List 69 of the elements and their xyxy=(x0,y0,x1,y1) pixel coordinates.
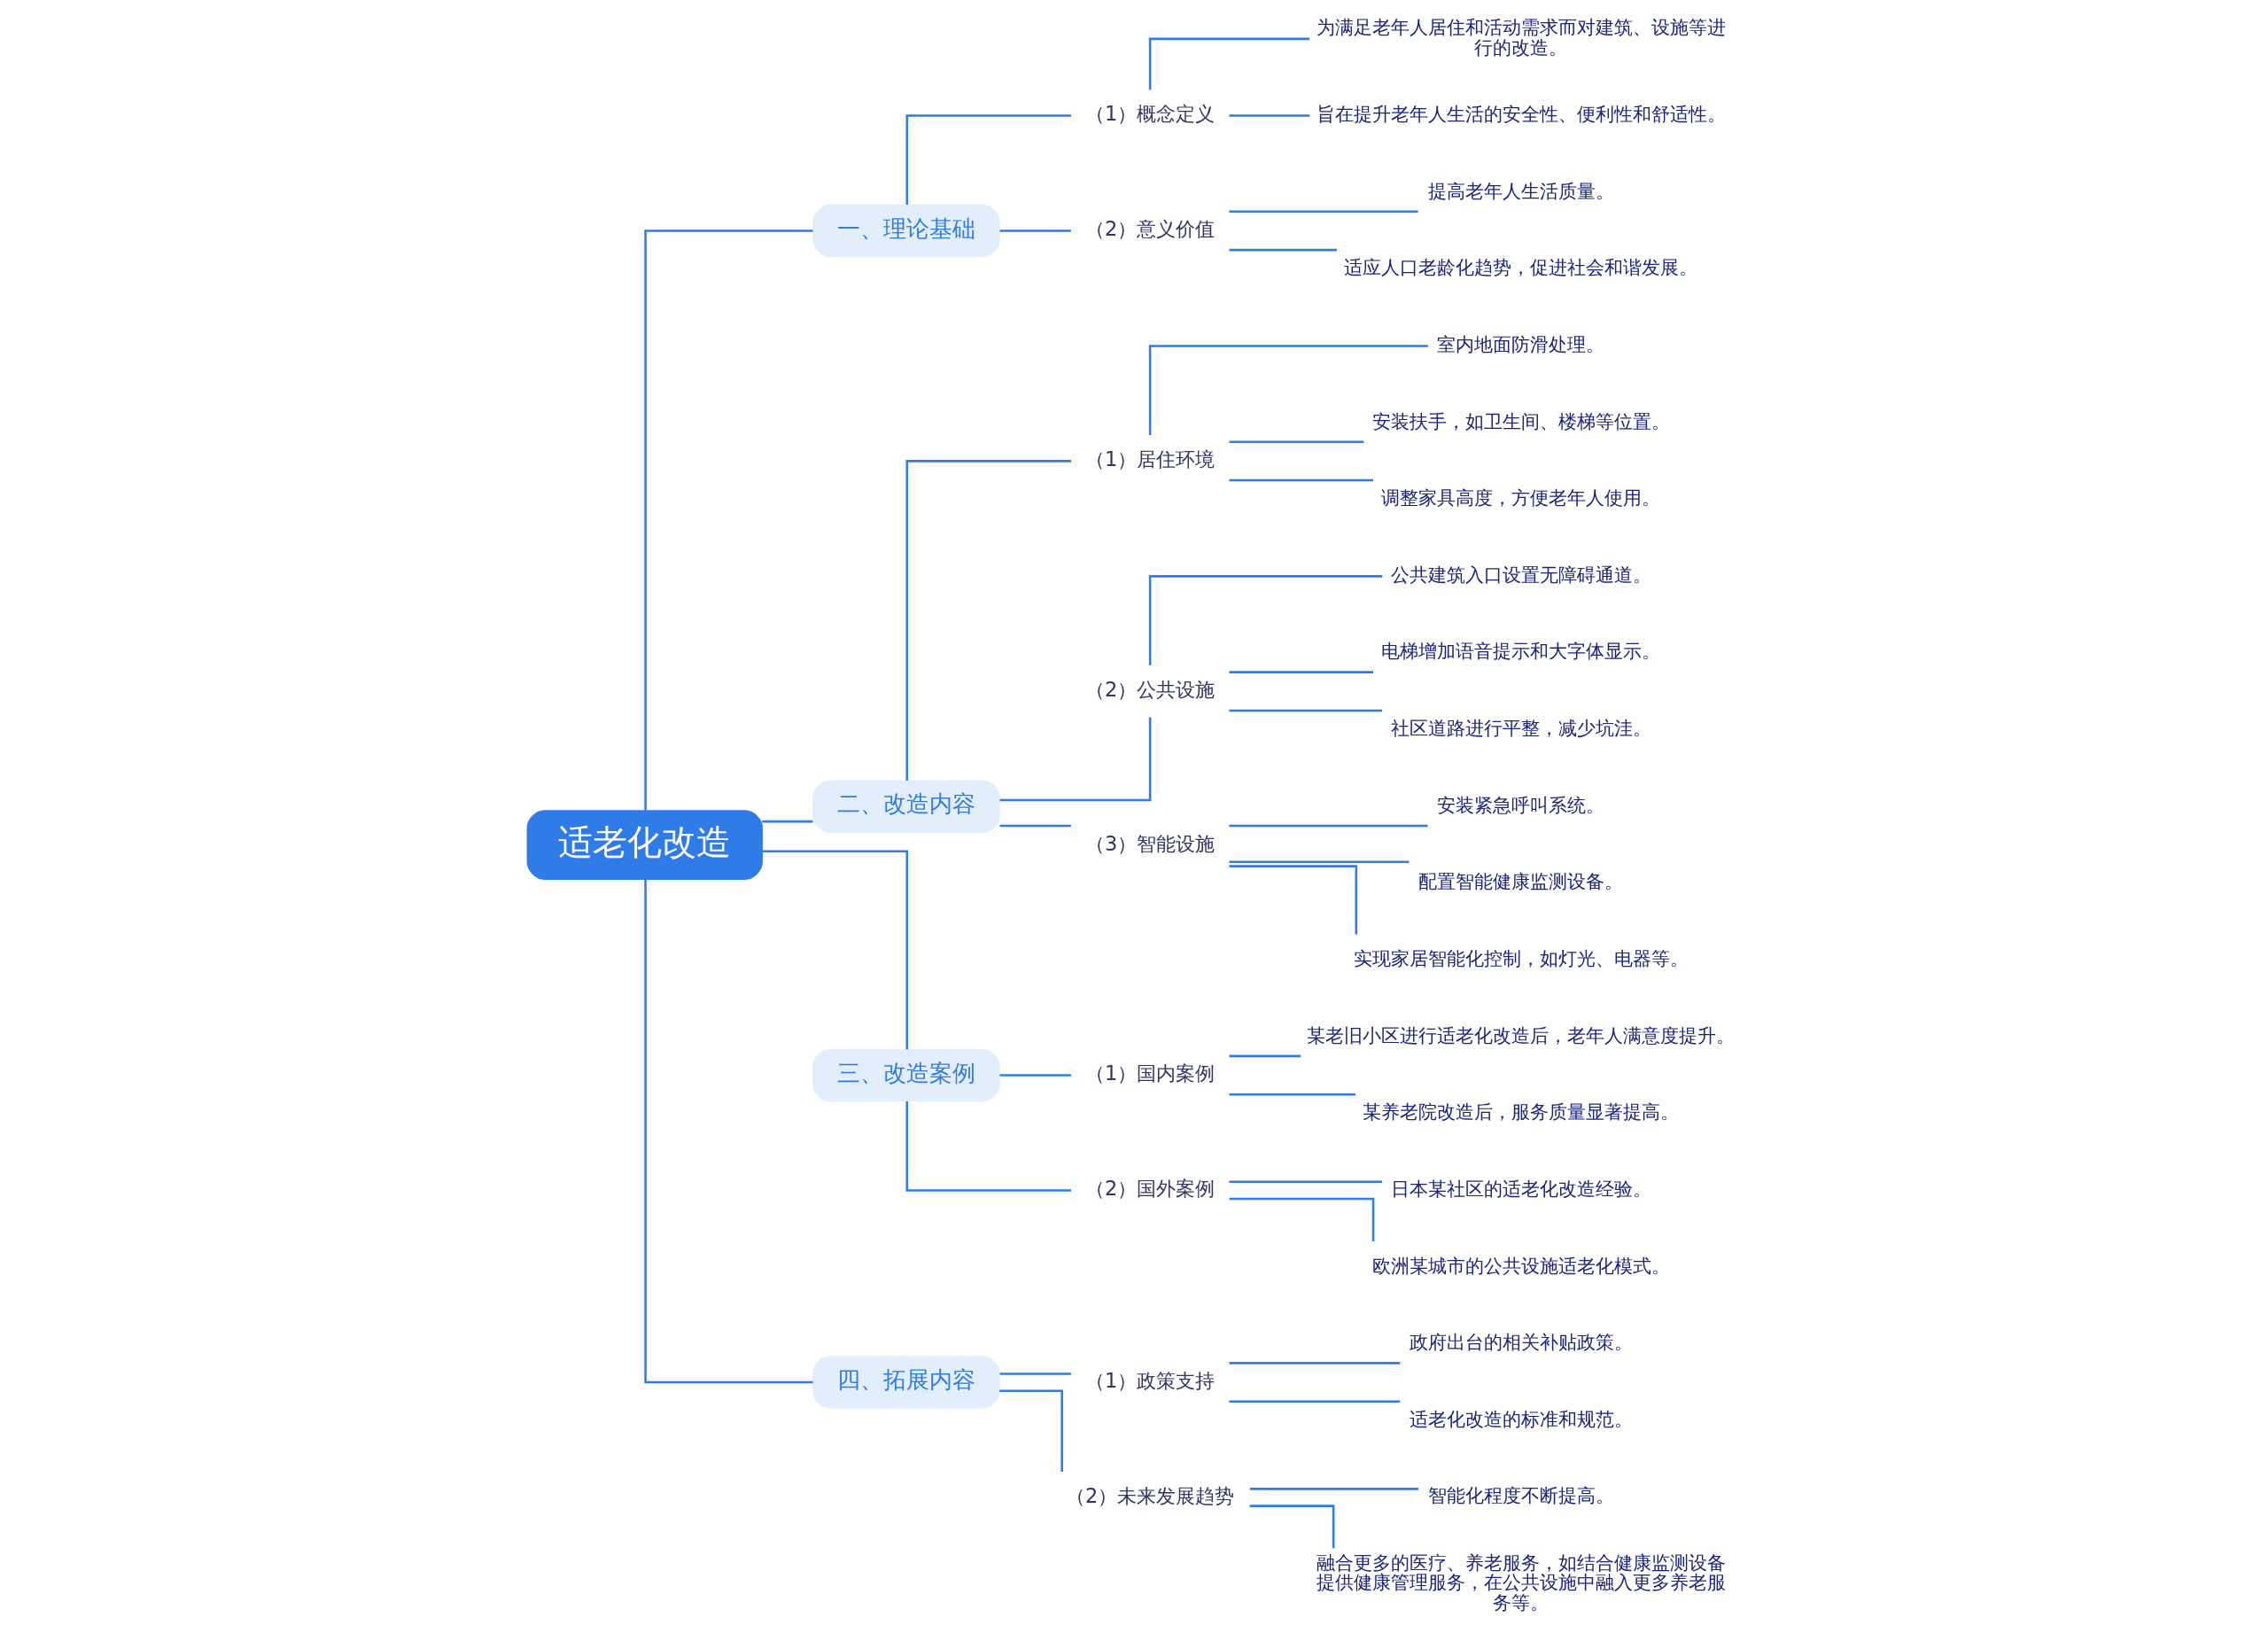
node-text: 安装紧急呼叫系统。 xyxy=(1436,794,1604,816)
connector xyxy=(999,1372,1071,1375)
node-text: 政府出台的相关补贴政策。 xyxy=(1409,1332,1633,1354)
node-box: 一、理论基础 xyxy=(812,204,1000,258)
connector xyxy=(1228,248,1337,252)
connector xyxy=(1249,1505,1334,1549)
node-text: 某老旧小区进行适老化改造后，老年人满意度提升。 xyxy=(1306,1024,1735,1046)
node-text: 调整家具高度，方便老年人使用。 xyxy=(1380,487,1660,509)
connector xyxy=(999,824,1071,828)
connector xyxy=(1148,37,1309,90)
connector xyxy=(1228,1093,1355,1096)
node-text: 日本某社区的适老化改造经验。 xyxy=(1390,1178,1651,1200)
node-text: 适老化改造的标准和规范。 xyxy=(1409,1408,1633,1430)
connector xyxy=(1228,860,1409,864)
connector xyxy=(761,850,908,1050)
node-box: 四、拓展内容 xyxy=(812,1356,1000,1409)
node-text: 某养老院改造后，服务质量显著提高。 xyxy=(1362,1101,1679,1124)
node-text: 社区道路进行平整，减少坑洼。 xyxy=(1390,718,1651,740)
connector xyxy=(999,717,1151,802)
node-text: （2）公共设施 xyxy=(1084,678,1215,702)
node-text: 安装扶手，如卫生间、楼梯等位置。 xyxy=(1371,410,1670,432)
node-text: 欧洲某城市的公共设施适老化模式。 xyxy=(1371,1255,1670,1277)
node-text: （2）意义价值 xyxy=(1084,217,1215,241)
connector xyxy=(1228,1180,1382,1184)
connector xyxy=(643,879,813,1384)
connector xyxy=(1249,1488,1418,1490)
node-text: 为满足老年人居住和活动需求而对建筑、设施等进行的改造。 xyxy=(1316,17,1726,58)
connector xyxy=(1228,865,1357,935)
connector xyxy=(1148,345,1428,435)
node-text: （1）概念定义 xyxy=(1084,102,1215,126)
node-text: 配置智能健康监测设备。 xyxy=(1418,871,1623,893)
node-text: （2）国外案例 xyxy=(1084,1177,1215,1201)
node-text: 适应人口老龄化趋势，促进社会和谐发展。 xyxy=(1343,257,1697,279)
connector xyxy=(643,229,813,811)
connector xyxy=(1228,824,1427,828)
node-box: 二、改造内容 xyxy=(812,780,1000,833)
connector xyxy=(1228,478,1373,482)
connector xyxy=(1229,1197,1374,1241)
connector xyxy=(999,229,1071,232)
connector xyxy=(1228,1362,1400,1365)
connector xyxy=(905,1101,1071,1192)
connector xyxy=(1228,210,1418,214)
node-text: （1）国内案例 xyxy=(1084,1061,1215,1085)
node-text: （3）智能设施 xyxy=(1084,831,1215,855)
node-text: （1）居住环境 xyxy=(1084,447,1215,471)
node-text: 提高老年人生活质量。 xyxy=(1427,180,1614,202)
node-text: 旨在提升老年人生活的安全性、便利性和舒适性。 xyxy=(1316,103,1726,125)
connector xyxy=(905,114,1071,205)
node-box: 适老化改造 xyxy=(526,810,763,880)
connector xyxy=(1228,709,1382,712)
connector xyxy=(1148,575,1382,665)
connector xyxy=(1228,1400,1400,1403)
connector xyxy=(1228,440,1363,444)
node-text: （1）政策支持 xyxy=(1084,1368,1215,1392)
connector xyxy=(1228,114,1309,117)
connector xyxy=(998,1389,1063,1472)
node-text: 室内地面防滑处理。 xyxy=(1436,333,1604,355)
node-box: 三、改造案例 xyxy=(812,1048,1000,1102)
node-text: 融合更多的医疗、养老服务，如结合健康监测设备提供健康管理服务，在公共设施中融入更多养老服务等。 xyxy=(1316,1551,1726,1614)
connector xyxy=(999,1074,1071,1077)
node-text: 电梯增加语音提示和大字体显示。 xyxy=(1380,641,1660,663)
connector xyxy=(1228,671,1373,673)
connector xyxy=(1228,1054,1301,1058)
node-text: （2）未来发展趋势 xyxy=(1065,1483,1234,1507)
connector xyxy=(905,460,1071,781)
node-text: 实现家居智能化控制，如灯光、电器等。 xyxy=(1353,948,1689,969)
node-text: 智能化程度不断提高。 xyxy=(1427,1485,1614,1507)
connector xyxy=(761,820,812,823)
node-text: 公共建筑入口设置无障碍通道。 xyxy=(1390,564,1651,586)
